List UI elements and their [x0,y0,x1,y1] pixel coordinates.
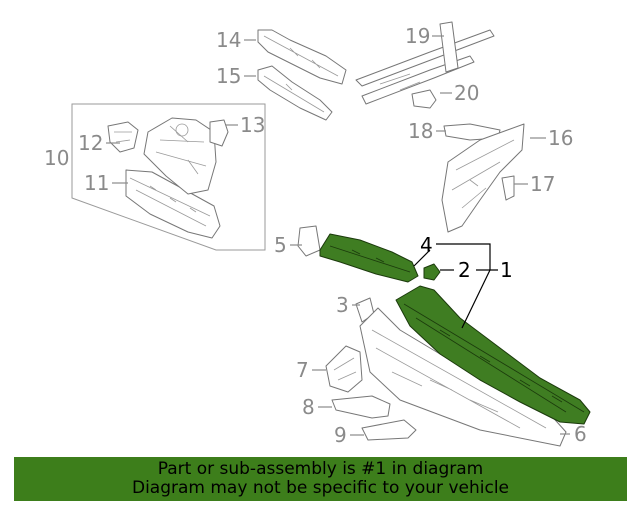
part-20 [411,89,437,109]
part-5 [297,225,321,257]
inset-housing [143,117,217,195]
banner-line-2: Diagram may not be specific to your vehi… [131,478,509,498]
callout-12: 12 [78,131,103,155]
cowl-panel [359,307,567,447]
callout-15: 15 [216,64,241,88]
callout-20: 20 [454,81,479,105]
part-11 [125,169,221,239]
banner-line-1: Part or sub-assembly is #1 in diagram [157,459,484,479]
part-8 [331,395,391,419]
notice-banner: Part or sub-assembly is #1 in diagram Di… [14,457,627,501]
part-12 [107,121,139,153]
callout-2: 2 [458,258,471,282]
callout-6: 6 [574,422,587,446]
callout-5: 5 [274,233,287,257]
part-7 [325,345,363,393]
subassembly-inset-box [71,103,266,251]
part-16 [441,123,525,233]
callout-3: 3 [336,293,349,317]
part-9 [361,419,417,441]
callout-13: 13 [240,113,265,137]
callout-9: 9 [334,423,347,447]
callout-1: 1 [500,258,513,282]
part-17 [501,175,515,201]
part-19 [355,21,495,105]
callout-8: 8 [302,395,315,419]
callout-19: 19 [405,24,430,48]
callout-14: 14 [216,28,241,52]
part-14 [257,29,347,85]
part-2-highlighted [423,263,441,281]
part-1-highlighted [395,285,591,425]
callout-16: 16 [548,126,573,150]
callout-11: 11 [84,171,109,195]
callout-10: 10 [44,146,69,170]
callout-18: 18 [408,119,433,143]
callout-7: 7 [296,358,309,382]
part-15 [257,65,333,121]
callout-4: 4 [420,233,433,257]
part-4-highlighted [319,233,419,283]
callout-17: 17 [530,172,555,196]
part-13 [209,119,229,147]
